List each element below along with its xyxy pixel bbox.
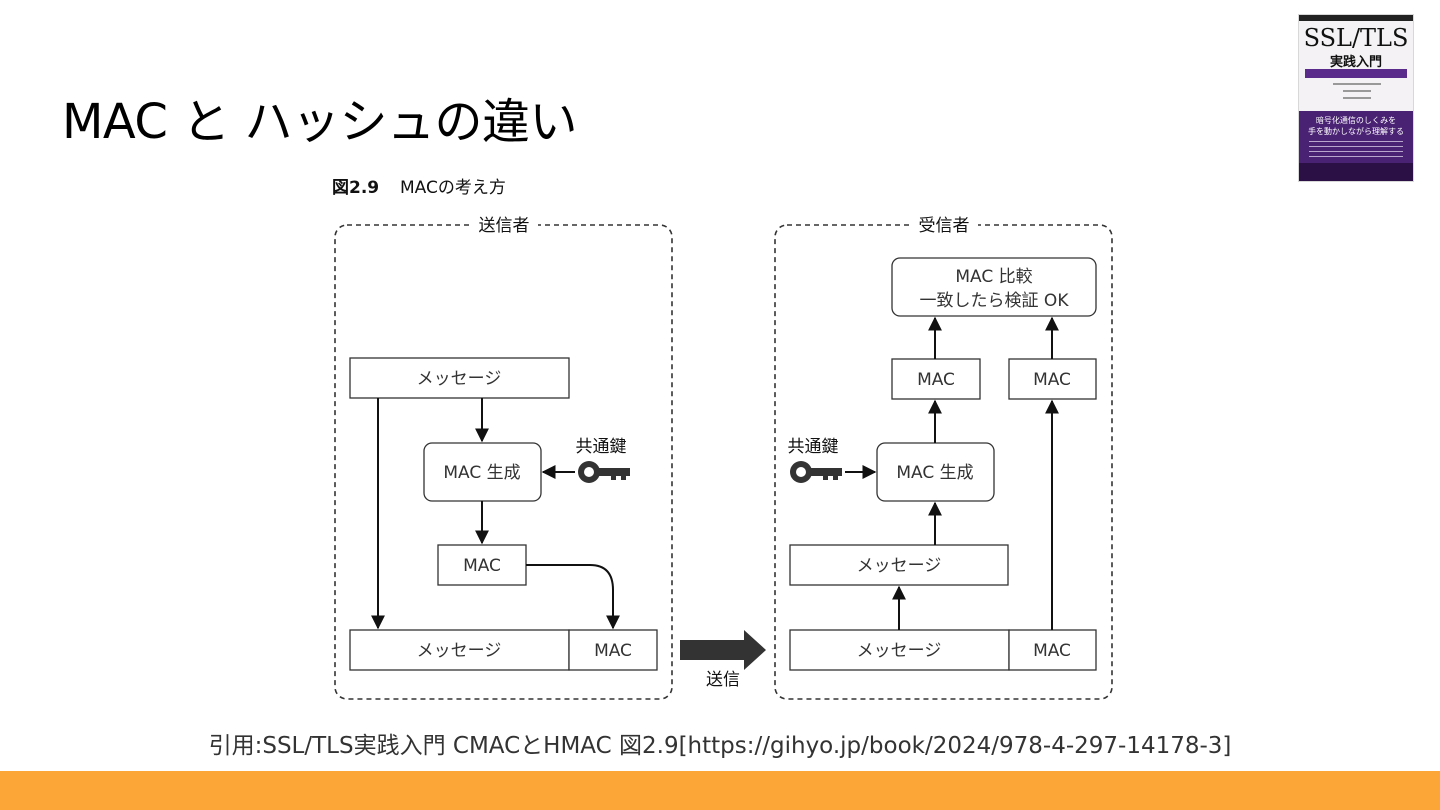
sender-key-icon: [578, 461, 630, 483]
figure-caption-text: MACの考え方: [400, 178, 506, 198]
receiver-compare-box: [891, 257, 1097, 317]
sender-output-message-label: メッセージ: [417, 641, 502, 661]
book-cover-line: [1309, 156, 1403, 157]
receiver-input-message-box: [789, 629, 1010, 671]
receiver-key-label: 共通鍵: [788, 437, 839, 457]
receiver-compare-line2: 一致したら検証 OK: [920, 291, 1070, 311]
bottom-accent-bar: [0, 771, 1440, 810]
sender-output-mac-label: MAC: [594, 641, 632, 661]
receiver-received-mac-label: MAC: [1033, 370, 1071, 390]
receiver-input-mac-box: [1008, 629, 1097, 671]
book-cover-band: [1305, 69, 1407, 78]
sender-mac-label: MAC: [463, 556, 501, 576]
book-cover-tagline: 暗号化通信のしくみを 手を動かしながら理解する: [1299, 115, 1413, 137]
book-cover-bottom: [1299, 163, 1413, 181]
book-cover-line: [1309, 151, 1403, 152]
receiver-input-message-label: メッセージ: [857, 641, 942, 661]
receiver-received-mac-box: [1008, 358, 1097, 400]
receiver-message-box: [789, 544, 1009, 586]
citation-text: 引用:SSL/TLS実践入門 CMACとHMAC 図2.9[https://gi…: [208, 733, 1232, 759]
receiver-mac-generate-label: MAC 生成: [896, 463, 973, 483]
sender-output-mac-box: [568, 629, 658, 671]
book-cover-subtitle: 実践入門: [1329, 55, 1382, 70]
book-cover-line: [1333, 83, 1381, 85]
sender-label: 送信者: [479, 216, 530, 236]
book-cover-top-strip: [1299, 15, 1413, 21]
receiver-input-mac-label: MAC: [1033, 641, 1071, 661]
book-cover-title: SSL/TLS: [1303, 24, 1409, 52]
sender-message-label: メッセージ: [417, 369, 502, 389]
receiver-message-label: メッセージ: [857, 556, 942, 576]
book-cover-line: [1309, 146, 1403, 147]
receiver-label-bg: [910, 214, 978, 236]
slide-title: MAC と ハッシュの違い: [62, 94, 577, 150]
receiver-computed-mac-label: MAC: [917, 370, 955, 390]
receiver-label: 受信者: [919, 216, 970, 236]
transfer-label: 送信: [706, 670, 740, 690]
receiver-compare-line1: MAC 比較: [955, 267, 1032, 287]
book-cover-line: [1343, 90, 1371, 92]
sender-label-bg: [470, 214, 538, 236]
book-cover-line: [1309, 141, 1403, 142]
sender-mac-generate-label: MAC 生成: [443, 463, 520, 483]
sender-message-box: [349, 357, 570, 399]
sender-key-label: 共通鍵: [576, 437, 627, 457]
figure-caption-number: 図2.9: [332, 178, 379, 198]
book-cover-line: [1343, 97, 1371, 99]
book-cover-tagline-2: 手を動かしながら理解する: [1308, 127, 1404, 136]
transfer-arrow: [680, 630, 766, 670]
book-cover-image: SSL/TLS 実践入門 暗号化通信のしくみを 手を動かしながら理解する: [1298, 14, 1414, 182]
book-cover-tagline-1: 暗号化通信のしくみを: [1315, 116, 1397, 125]
receiver-key-icon: [790, 461, 842, 483]
arrow-mac-to-output: [526, 564, 620, 630]
